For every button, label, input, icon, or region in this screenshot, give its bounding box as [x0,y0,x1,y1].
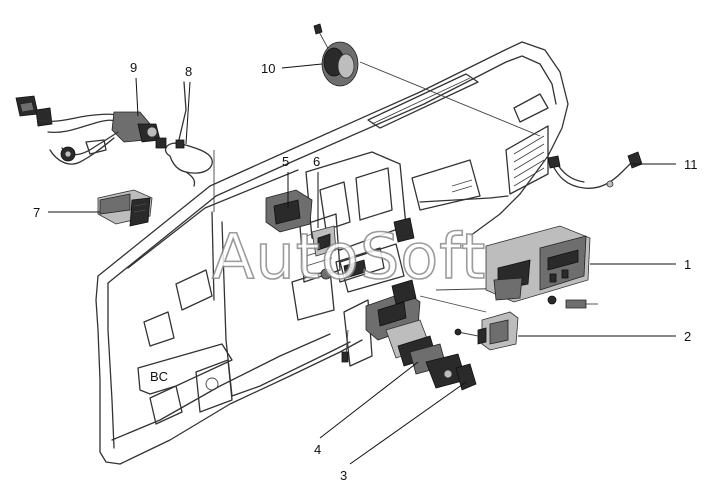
left-panel-details [137,269,233,425]
callout-9: 9 [130,60,137,75]
part-8-wire-harness [165,81,213,187]
callout-11: 11 [684,157,698,172]
lower-console-bracket [231,299,373,397]
callout-7: 7 [33,205,40,220]
callout-3: 3 [340,468,347,483]
callout-5: 5 [282,154,289,169]
callout-leaders [48,63,676,465]
part-7-small-switch [97,189,153,227]
callout-4: 4 [314,442,321,457]
dashboard-panel [95,41,569,465]
callout-2: 2 [684,329,691,344]
right-air-vent [505,93,549,195]
watermark-text: AutoSoft [212,220,486,293]
panel-label: BC [150,369,168,384]
part-5-6-cluster-bracket [265,189,415,283]
defroster-vent [367,73,479,129]
part-10-grommet [313,23,359,87]
part-1-control-unit [485,225,598,309]
callout-6: 6 [313,154,320,169]
part-11-cable [547,151,643,189]
part-2-switch-module [454,311,519,351]
callout-8: 8 [185,64,192,79]
part-9-combination-switch [15,95,167,165]
part-3-4-switch-stack [365,279,477,391]
callout-1: 1 [684,257,691,272]
callout-10: 10 [261,61,275,76]
